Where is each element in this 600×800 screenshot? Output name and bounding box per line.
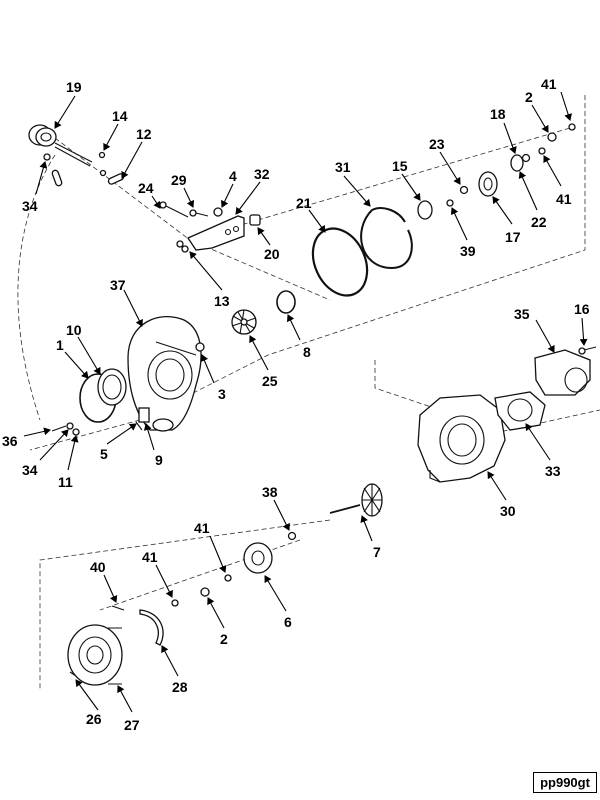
callout-28: 28 [172, 679, 188, 695]
callout-4: 4 [229, 168, 237, 184]
compressor-wheel [231, 309, 257, 335]
wastegate-actuator [28, 124, 93, 187]
callout-31: 31 [335, 159, 351, 175]
callout-11: 11 [58, 474, 73, 490]
callout-15: 15 [392, 158, 408, 174]
callout-labels: 19 14 12 34 24 29 4 32 20 13 21 31 15 23… [2, 76, 590, 733]
callout-18: 18 [490, 106, 506, 122]
callout-10: 10 [66, 322, 82, 338]
callout-34: 34 [22, 462, 38, 478]
callout-26: 26 [86, 711, 102, 727]
callout-21: 21 [296, 195, 312, 211]
ring-and-nut [195, 290, 296, 352]
callout-20: 20 [264, 246, 280, 262]
callout-22: 22 [531, 214, 547, 230]
turbine-shaft-wheel [329, 483, 383, 517]
callout-24: 24 [138, 180, 154, 196]
clamp-and-parts-left [51, 368, 150, 436]
callout-17: 17 [505, 229, 521, 245]
callout-29: 29 [171, 172, 187, 188]
callout-8: 8 [303, 344, 311, 360]
callout-37: 37 [110, 277, 126, 293]
gasket-and-flange [494, 346, 597, 431]
small-hardware-right [446, 123, 576, 207]
callout-9: 9 [155, 452, 163, 468]
reference-code-box: pp990gt [533, 772, 597, 793]
callout-2: 2 [525, 89, 533, 105]
callout-30: 30 [500, 503, 516, 519]
leader-lines [23, 91, 588, 713]
callout-41: 41 [556, 191, 572, 207]
callout-3: 3 [218, 386, 226, 402]
small-hardware-upper [98, 151, 261, 226]
callout-16: 16 [574, 301, 590, 317]
rings-upper [311, 200, 433, 297]
callout-40: 40 [90, 559, 106, 575]
callout-5: 5 [100, 446, 108, 462]
callout-12: 12 [136, 126, 152, 142]
callout-25: 25 [262, 373, 278, 389]
callout-1: 1 [56, 337, 64, 353]
callout-33: 33 [545, 463, 561, 479]
mounting-bracket [176, 215, 245, 253]
callout-39: 39 [460, 243, 476, 259]
callout-41: 41 [194, 520, 210, 536]
callout-36: 36 [2, 433, 18, 449]
bearing-parts-lower [171, 531, 297, 607]
callout-35: 35 [514, 306, 530, 322]
compressor-housing [127, 316, 202, 432]
callout-38: 38 [262, 484, 278, 500]
callout-14: 14 [112, 108, 128, 124]
callout-27: 27 [124, 717, 140, 733]
callout-19: 19 [66, 79, 82, 95]
callout-32: 32 [254, 166, 270, 182]
callout-6: 6 [284, 614, 292, 630]
turbine-housing [417, 394, 506, 483]
callout-2: 2 [220, 631, 228, 647]
backplate-assembly [67, 605, 164, 686]
callout-41: 41 [142, 549, 158, 565]
callout-34: 34 [22, 198, 38, 214]
callout-41: 41 [541, 76, 557, 92]
callout-23: 23 [429, 136, 445, 152]
callout-13: 13 [214, 293, 230, 309]
callout-7: 7 [373, 544, 381, 560]
